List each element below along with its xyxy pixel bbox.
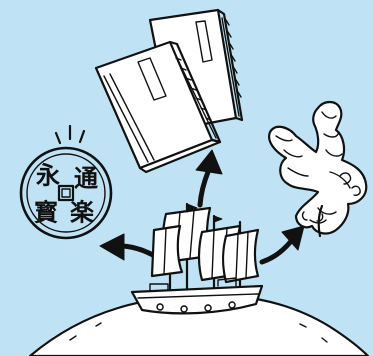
- coin-char-lower-left: 寳: [34, 198, 58, 227]
- coral-icon: [268, 100, 368, 238]
- shine-lines: [54, 124, 86, 145]
- coin-char-upper-left: 永: [36, 161, 60, 190]
- curved-arrow-icon: [259, 225, 305, 265]
- sailing-ship-icon: [130, 202, 264, 315]
- coin-icon: 永 通 寳 楽: [19, 146, 113, 240]
- coin-char-lower-right: 楽: [70, 198, 95, 227]
- coin-char-upper-right: 通: [74, 164, 98, 193]
- curved-arrow-icon: [195, 149, 223, 208]
- stacked-books-icon: [94, 8, 244, 174]
